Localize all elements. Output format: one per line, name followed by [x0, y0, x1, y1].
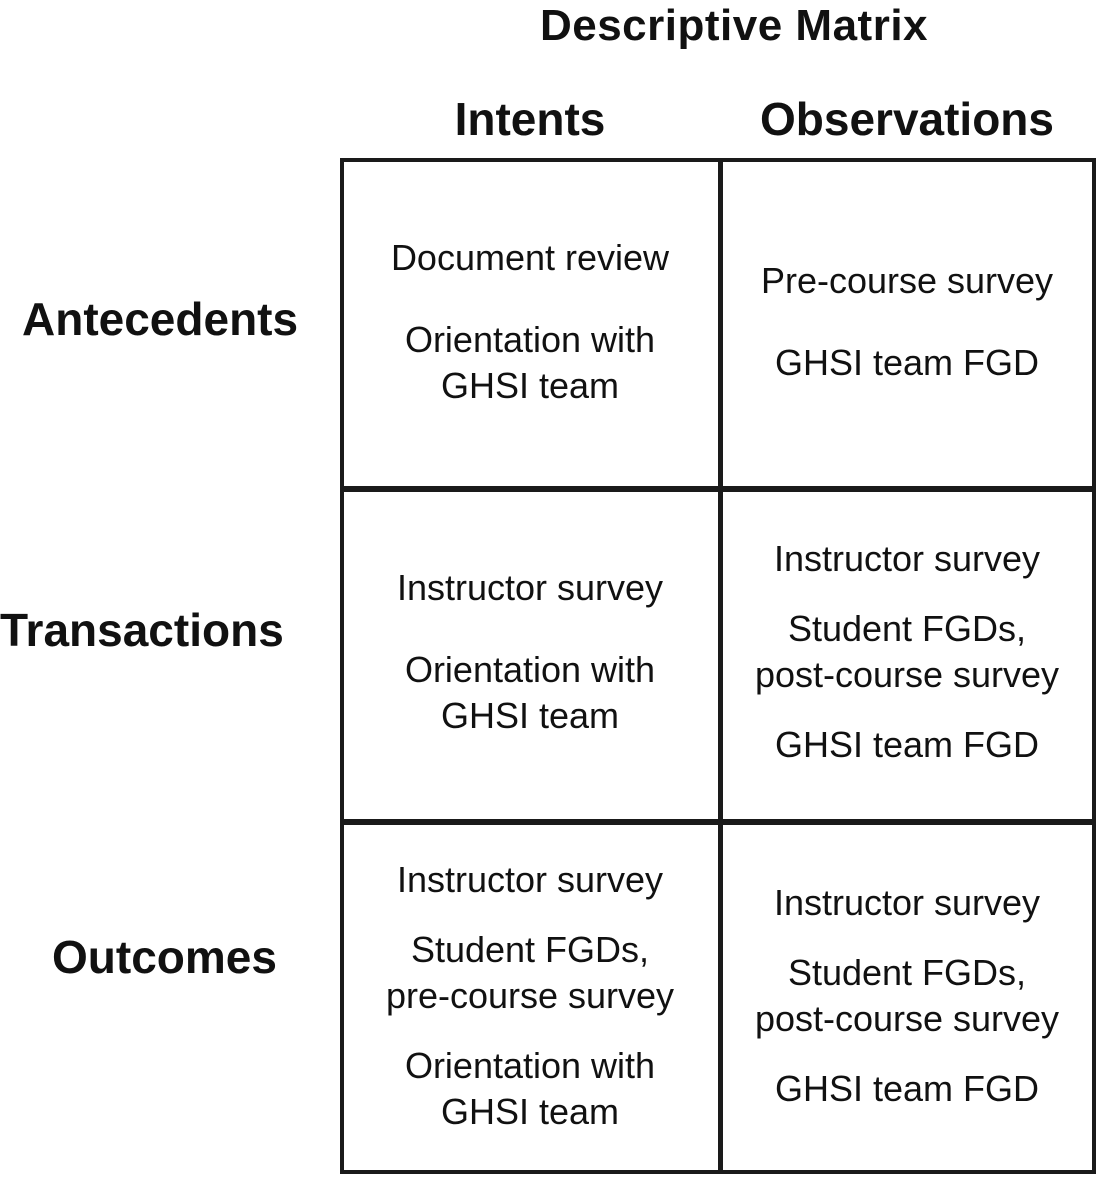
column-header-observations: Observations	[760, 93, 1054, 145]
matrix-entry-line: Instructor survey	[773, 881, 1041, 923]
matrix-entry: Student FGDs,pre-course survey	[386, 927, 674, 1019]
matrix-entry-line: GHSI team FGD	[774, 342, 1040, 383]
matrix-entry-line: Student FGDs,	[410, 928, 650, 970]
matrix-entry: Instructor survey	[774, 536, 1040, 582]
matrix-entry: Student FGDs,post-course survey	[755, 950, 1059, 1042]
matrix-entry: Instructor survey	[774, 880, 1040, 926]
matrix-entry-line: GHSI team FGD	[774, 723, 1040, 765]
matrix-divider-vertical	[718, 162, 723, 1170]
matrix-entry: GHSI team FGD	[775, 1066, 1039, 1112]
row-label-antecedents: Antecedents	[22, 293, 299, 345]
matrix-entry-line: Instructor survey	[396, 858, 664, 900]
matrix-entry-line: Instructor survey	[396, 566, 664, 608]
matrix-entry: Instructor survey	[397, 857, 663, 903]
diagram-title: Descriptive Matrix	[539, 1, 929, 50]
matrix-entry-line: post-course survey	[754, 997, 1060, 1039]
matrix-entry-line: Document review	[390, 237, 670, 278]
column-header-intents: Intents	[454, 93, 606, 145]
matrix-entry-line: post-course survey	[754, 653, 1060, 695]
matrix-entry-line: GHSI team	[440, 694, 620, 736]
matrix-entry: Student FGDs,post-course survey	[755, 606, 1059, 698]
matrix-entry: GHSI team FGD	[775, 340, 1039, 386]
matrix-entry-line: GHSI team	[440, 1090, 620, 1132]
matrix-entry-line: GHSI team	[440, 365, 620, 406]
matrix-entry: Document review	[391, 235, 669, 281]
matrix-entry: Instructor survey	[397, 565, 663, 611]
matrix-entry-line: Instructor survey	[773, 537, 1041, 579]
matrix-entry-line: Student FGDs,	[787, 607, 1027, 649]
matrix-grid	[340, 158, 1096, 1174]
matrix-entry-line: Pre-course survey	[760, 260, 1054, 301]
matrix-divider-horizontal	[344, 486, 1092, 492]
matrix-entry-line: Student FGDs,	[787, 951, 1027, 993]
matrix-divider-horizontal	[344, 819, 1092, 825]
matrix-entry: Pre-course survey	[761, 258, 1053, 304]
matrix-entry: GHSI team FGD	[775, 722, 1039, 768]
matrix-entry-line: Orientation with	[404, 319, 656, 360]
matrix-entry-line: pre-course survey	[385, 974, 675, 1016]
matrix-entry-line: Orientation with	[404, 648, 656, 690]
matrix-entry-line: Orientation with	[404, 1044, 656, 1086]
row-label-outcomes: Outcomes	[52, 931, 277, 983]
matrix-entry-line: GHSI team FGD	[774, 1067, 1040, 1109]
row-label-transactions: Transactions	[0, 604, 284, 656]
